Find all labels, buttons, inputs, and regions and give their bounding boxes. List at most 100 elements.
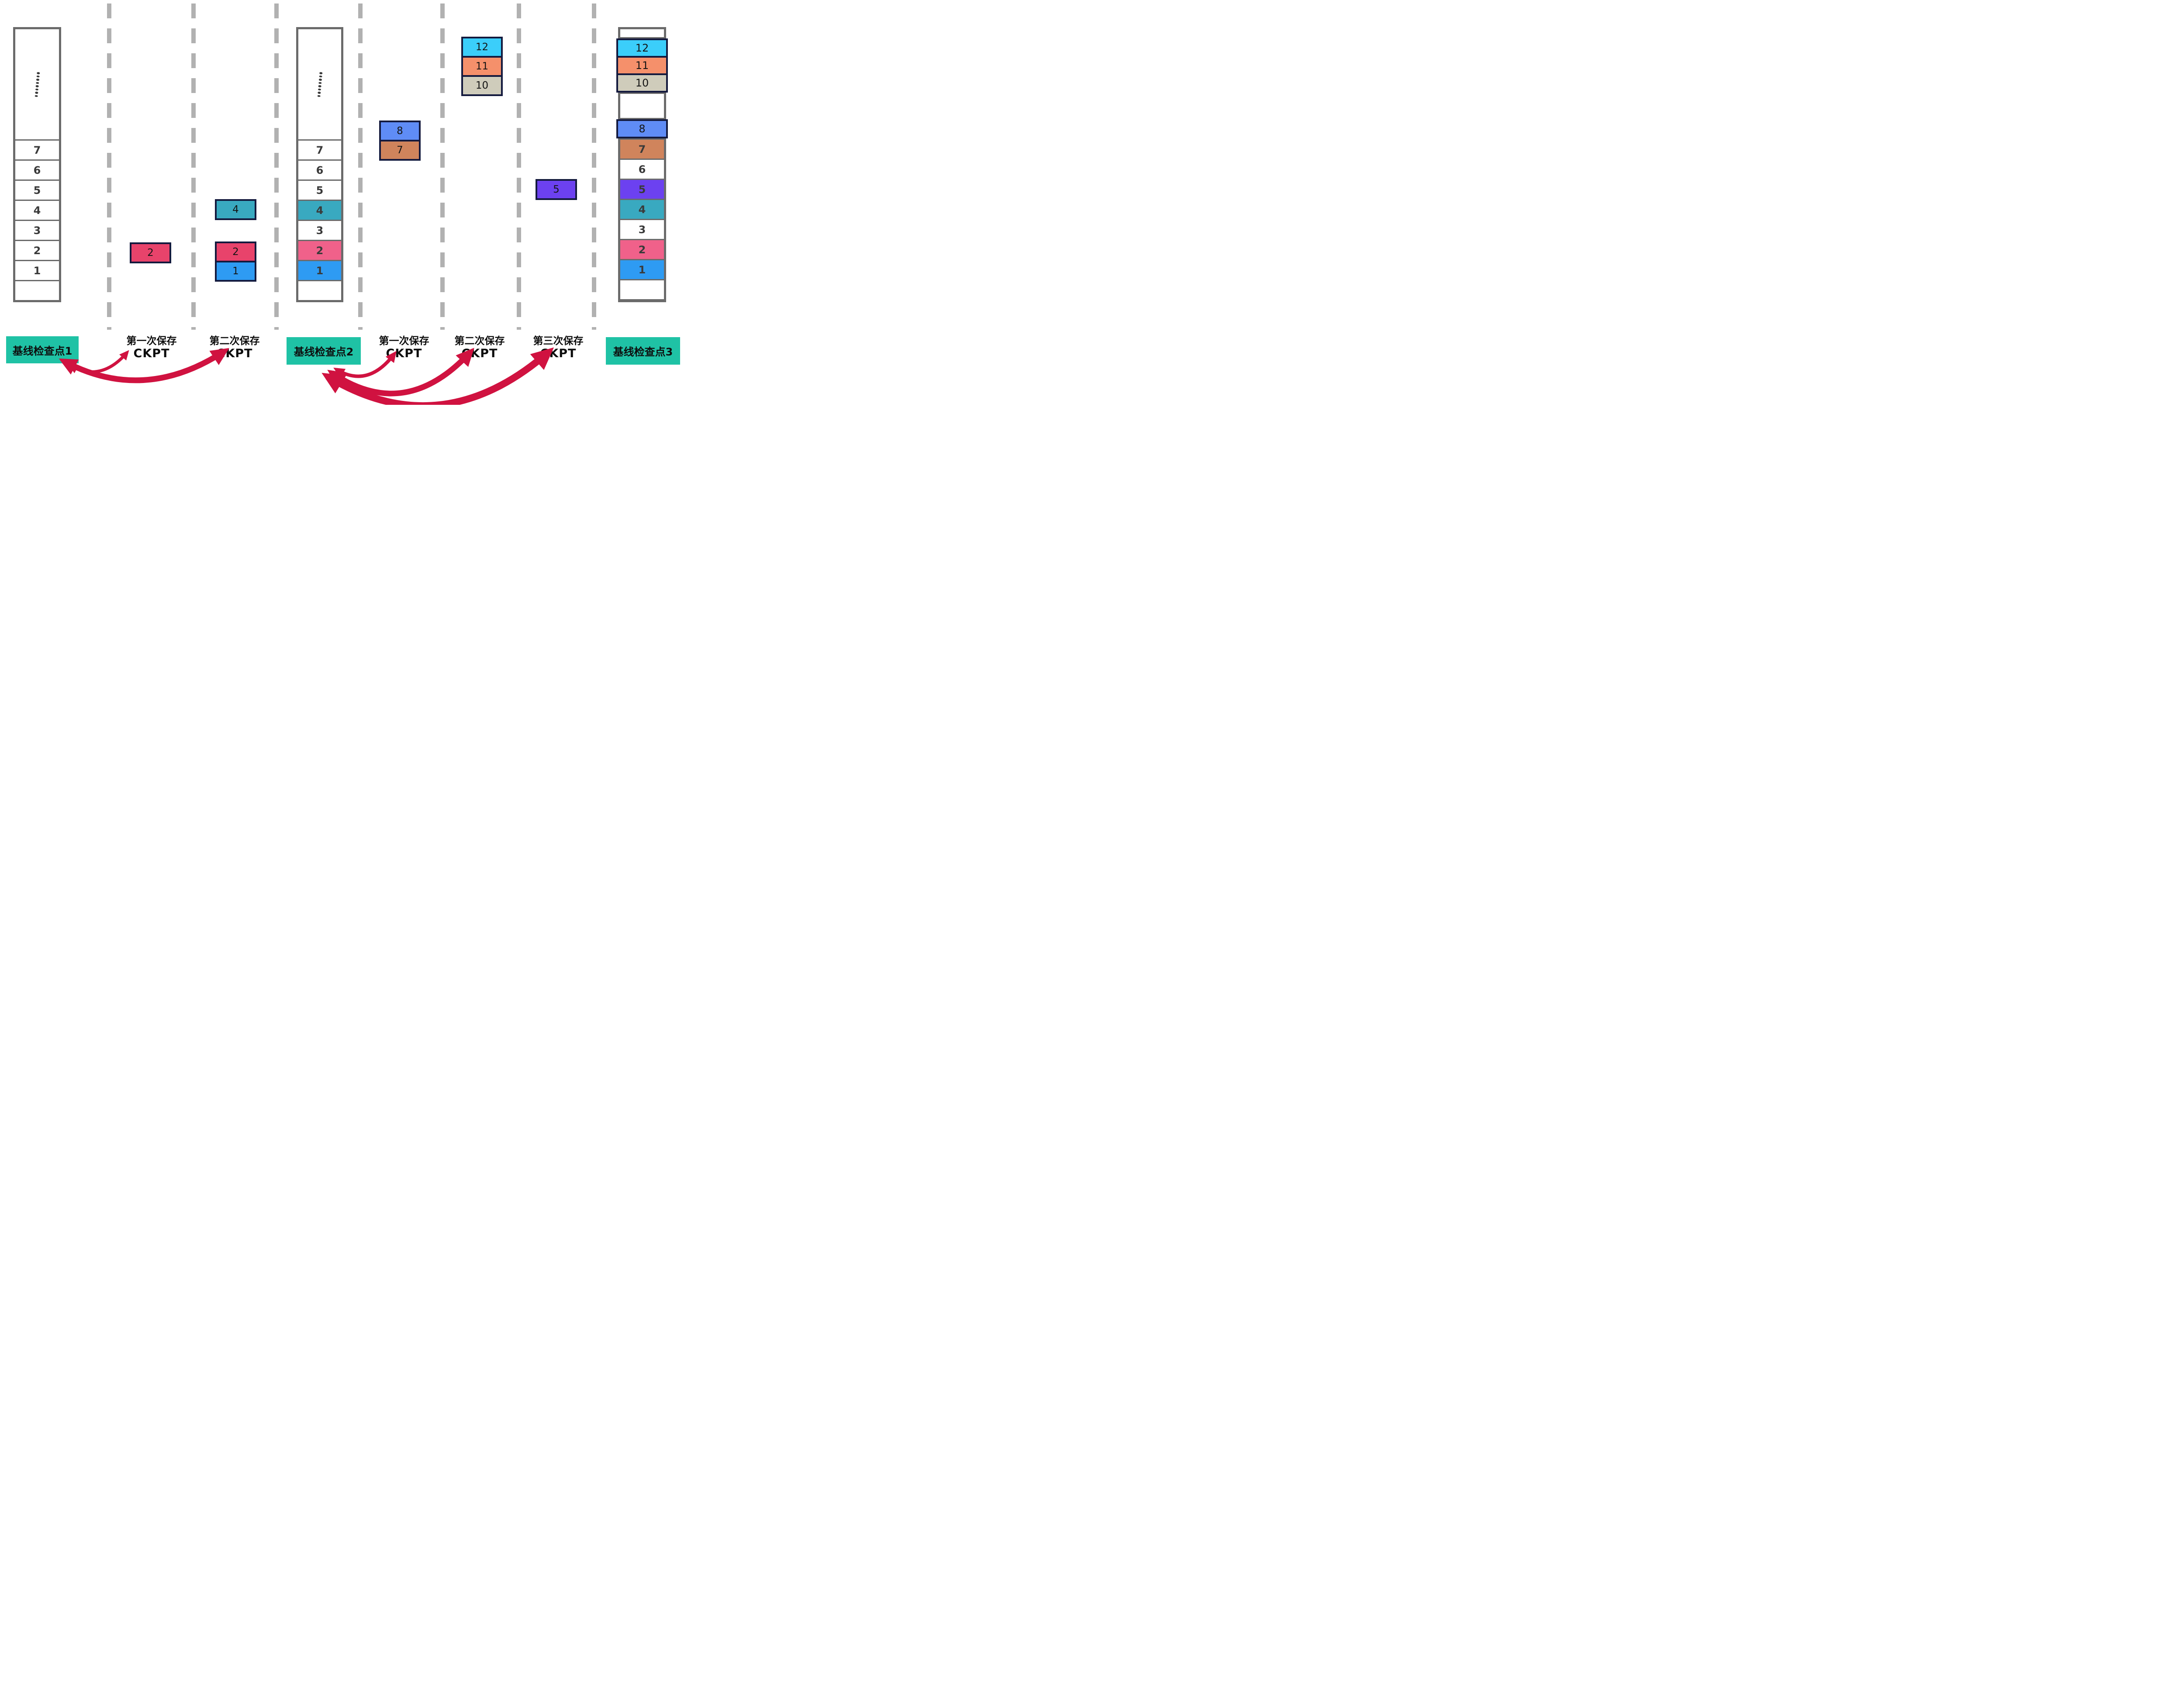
stack-cell-7: 7	[15, 141, 59, 159]
cell-number: 3	[33, 224, 41, 237]
ckpt1-save2-label: 第二次保存 CKPT	[204, 335, 265, 360]
stack-cell-2: 2	[15, 241, 59, 260]
dot	[36, 75, 40, 77]
stack-cell-4: 4	[620, 200, 664, 219]
baseline-checkpoint-3-label: 基线检查点3	[606, 337, 680, 365]
baseline-checkpoint-2-text: 基线检查点2	[294, 346, 354, 358]
block-cell-2: 2	[217, 243, 255, 261]
stack-cell-1: 1	[15, 261, 59, 280]
cell-number: 12	[475, 41, 489, 53]
stack-cell-empty	[15, 281, 59, 300]
save-label-line2: CKPT	[133, 347, 170, 361]
dot	[35, 85, 39, 87]
dashed-separator	[274, 3, 279, 330]
cell-number: 7	[33, 144, 41, 156]
dot	[318, 81, 322, 84]
dashed-separator	[358, 3, 363, 330]
save-label-line1: 第一次保存	[379, 335, 429, 347]
dashed-separator	[592, 3, 596, 330]
ckpt1-save1-block: 2	[130, 242, 171, 263]
stack-cell-1: 1	[298, 261, 341, 280]
dashed-separator	[440, 3, 445, 330]
cell-number: 2	[33, 244, 41, 257]
ckpt2-save3-block-5: 5	[536, 179, 577, 200]
stack-cell-6: 6	[298, 161, 341, 179]
block-cell-4: 4	[217, 201, 255, 218]
ckpt1-save1-label: 第一次保存 CKPT	[121, 335, 182, 360]
dot	[317, 94, 321, 97]
cell-number: 10	[475, 80, 489, 91]
cell-number: 3	[638, 223, 646, 236]
cell-number: 5	[316, 184, 324, 197]
cell-number: 7	[397, 145, 403, 156]
save-label-line1: 第一次保存	[126, 335, 177, 347]
stack-cell-2: 2	[298, 241, 341, 260]
stack-cell-3: 3	[298, 221, 341, 240]
cell-number: 3	[316, 224, 324, 237]
cell-number: 4	[316, 204, 324, 217]
ckpt1-save2-block-4: 4	[215, 199, 256, 220]
cell-number: 11	[635, 59, 649, 72]
dot	[35, 94, 38, 97]
cell-number: 2	[638, 243, 646, 256]
cell-number: 6	[33, 164, 41, 176]
save-label-line1: 第三次保存	[533, 335, 584, 347]
dot	[35, 91, 38, 94]
dot	[317, 91, 321, 94]
baseline-checkpoint-1-text: 基线检查点1	[12, 345, 73, 357]
cell-number: 1	[232, 266, 239, 277]
cell-number: 7	[316, 144, 324, 156]
ckpt2-save3-label: 第三次保存 CKPT	[528, 335, 589, 360]
stack-cell-5: 5	[298, 181, 341, 200]
cell-number: 1	[638, 263, 646, 276]
cell-number: 10	[635, 77, 649, 89]
save-label-line2: CKPT	[386, 347, 422, 361]
cell-number: 6	[316, 164, 324, 176]
stack-cell-5: 5	[620, 180, 664, 199]
vertical-ellipsis-icon	[317, 72, 322, 97]
dot	[319, 72, 322, 74]
cell-number: 7	[638, 143, 646, 155]
cell-number: 8	[639, 123, 646, 135]
dot	[35, 88, 38, 90]
stack-cell-3: 3	[15, 221, 59, 240]
cell-number: 4	[33, 204, 41, 217]
stack-cell-4: 4	[298, 201, 341, 220]
dashed-separator	[107, 3, 111, 330]
save-label-line2: CKPT	[540, 347, 577, 361]
block-cell-2: 2	[131, 244, 169, 262]
ellipsis-dots-area	[15, 29, 59, 139]
stack-cell-empty	[620, 94, 664, 118]
cell-number: 2	[147, 247, 154, 259]
stack-cell-7: 7	[298, 141, 341, 159]
stack-cell-empty	[620, 280, 664, 299]
stack-cell-empty	[298, 281, 341, 300]
save-label-line1: 第二次保存	[209, 335, 260, 347]
save-label-line2: CKPT	[216, 347, 253, 361]
arrow-ckpt1-to-save1	[68, 350, 129, 373]
stack-cell-8: 8	[616, 119, 668, 138]
stack-cell-6: 6	[620, 160, 664, 179]
stack-cell-6: 6	[15, 161, 59, 179]
ckpt2-save2-block-121110: 12 11 10	[461, 37, 503, 96]
cell-number: 5	[33, 184, 41, 197]
stack-cell-12: 12	[616, 38, 668, 58]
dot	[318, 85, 321, 87]
block-cell-10: 10	[463, 77, 501, 94]
block-cell-11: 11	[463, 58, 501, 75]
cell-number: 4	[232, 204, 239, 215]
stack-cell-2: 2	[620, 240, 664, 259]
cell-number: 6	[638, 163, 646, 176]
cell-number: 2	[316, 244, 324, 257]
stack-cell-empty	[620, 29, 664, 37]
vertical-ellipsis-icon	[35, 72, 40, 97]
baseline-stack-2: 7 6 5 4 3 2 1	[296, 27, 343, 302]
stack-cell-4: 4	[15, 201, 59, 220]
baseline-stack-1: 7 6 5 4 3 2 1	[13, 27, 61, 302]
block-cell-7: 7	[381, 141, 419, 159]
baseline-checkpoint-3-text: 基线检查点3	[613, 346, 673, 358]
